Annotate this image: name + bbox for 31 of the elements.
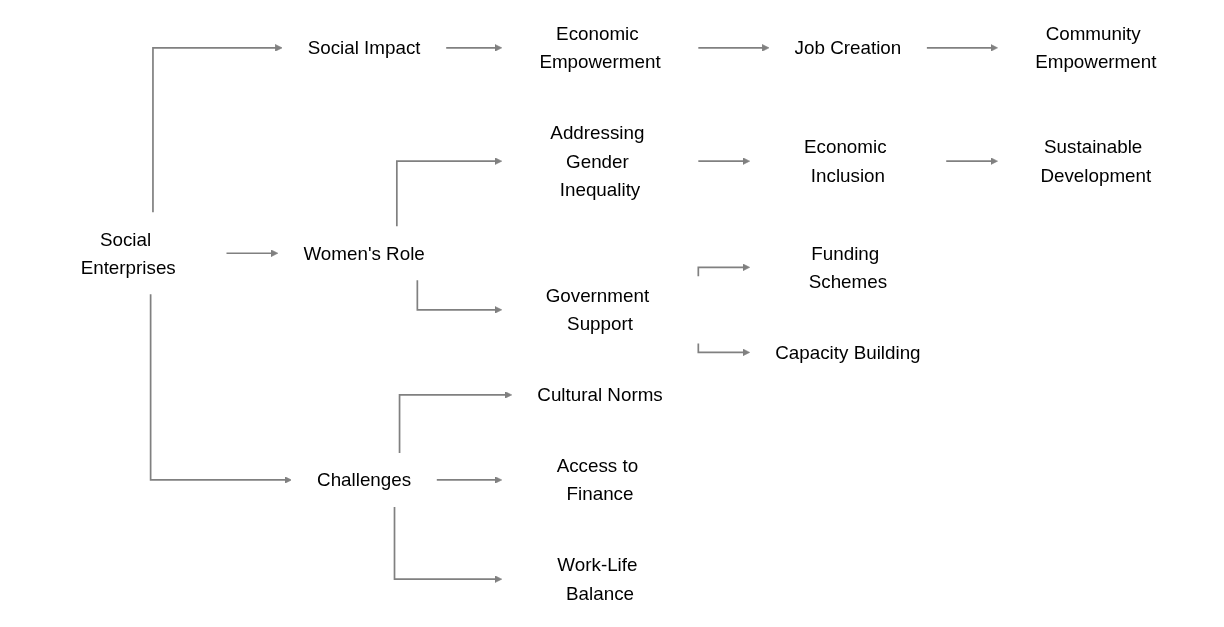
node-text: Economic Inclusion: [804, 136, 887, 186]
node-text: Women's Role: [303, 242, 425, 264]
arrow: [416, 279, 503, 314]
node-text: Economic Empowerment: [539, 23, 661, 73]
arrow: [697, 157, 750, 165]
node-text: Sustainable Development: [1040, 136, 1152, 186]
node-text: Government Support: [545, 285, 650, 335]
arrow: [435, 476, 503, 484]
node-text: Challenges: [317, 469, 412, 491]
arrow: [149, 293, 292, 484]
arrow: [152, 44, 283, 214]
node-text: Social Enterprises: [80, 228, 176, 279]
arrow: [393, 506, 503, 583]
node-text: Community Empowerment: [1035, 23, 1157, 73]
arrow: [697, 44, 770, 52]
arrow: [697, 342, 750, 357]
node-text: Cultural Norms: [537, 384, 663, 406]
arrow: [396, 157, 503, 228]
node-text: Job Creation: [794, 37, 902, 59]
arrow: [445, 44, 503, 52]
arrow: [398, 391, 512, 454]
node-text: Work-Life Balance: [557, 554, 638, 604]
node-text: Capacity Building: [775, 341, 921, 364]
arrow: [697, 263, 750, 277]
arrow: [945, 157, 998, 165]
arrow: [926, 44, 998, 52]
node-text: Funding Schemes: [808, 242, 888, 293]
node-text: Access to Finance: [556, 455, 639, 505]
node-text: Addressing Gender Inequality: [550, 122, 645, 201]
arrow: [225, 249, 279, 257]
node-text: Social Impact: [307, 37, 421, 59]
